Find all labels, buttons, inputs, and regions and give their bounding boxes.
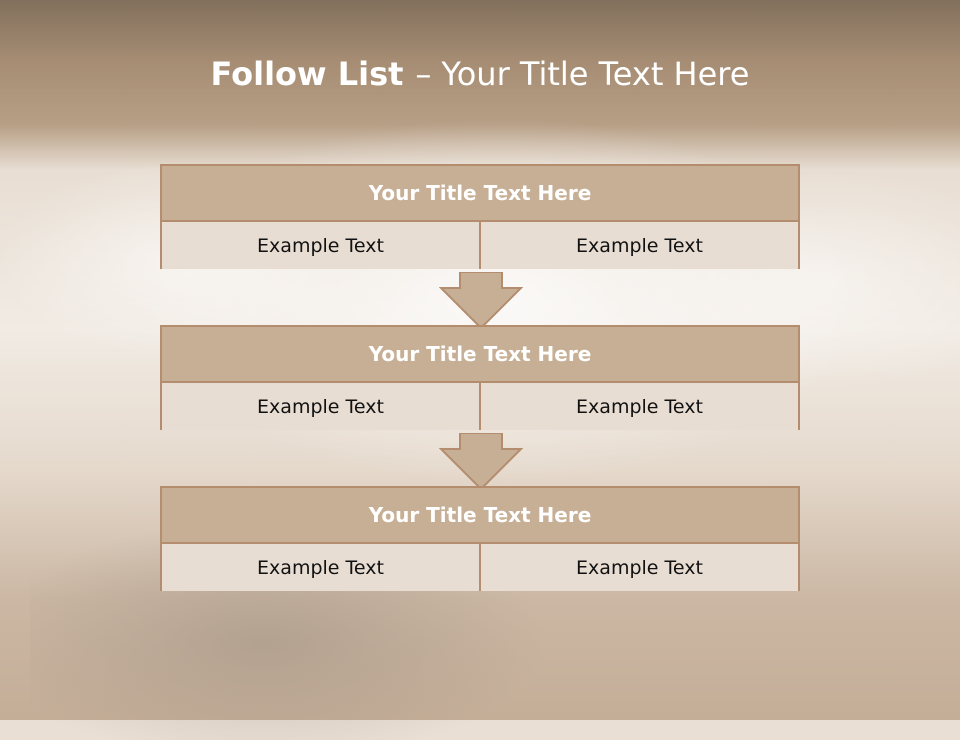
card-cell-left: Example Text [257, 234, 384, 257]
slide-title: Follow List–Your Title Text Here [0, 55, 960, 93]
slide-title-bold: Follow List [210, 55, 404, 93]
card-title: Your Title Text Here [162, 488, 798, 544]
slide-title-rest: Your Title Text Here [441, 55, 750, 93]
list-card-3: Your Title Text Here Example Text Exampl… [160, 486, 800, 591]
card-cell-right: Example Text [479, 383, 798, 430]
card-cell-left: Example Text [257, 395, 384, 418]
card-cell-right: Example Text [479, 544, 798, 591]
card-title: Your Title Text Here [162, 166, 798, 222]
card-cell-right: Example Text [479, 222, 798, 269]
slide-title-separator: – [415, 55, 432, 93]
card-cell-left: Example Text [257, 556, 384, 579]
down-arrow-2 [439, 433, 523, 491]
down-arrow-1 [439, 272, 523, 330]
card-title: Your Title Text Here [162, 327, 798, 383]
list-card-1: Your Title Text Here Example Text Exampl… [160, 164, 800, 269]
list-card-2: Your Title Text Here Example Text Exampl… [160, 325, 800, 430]
